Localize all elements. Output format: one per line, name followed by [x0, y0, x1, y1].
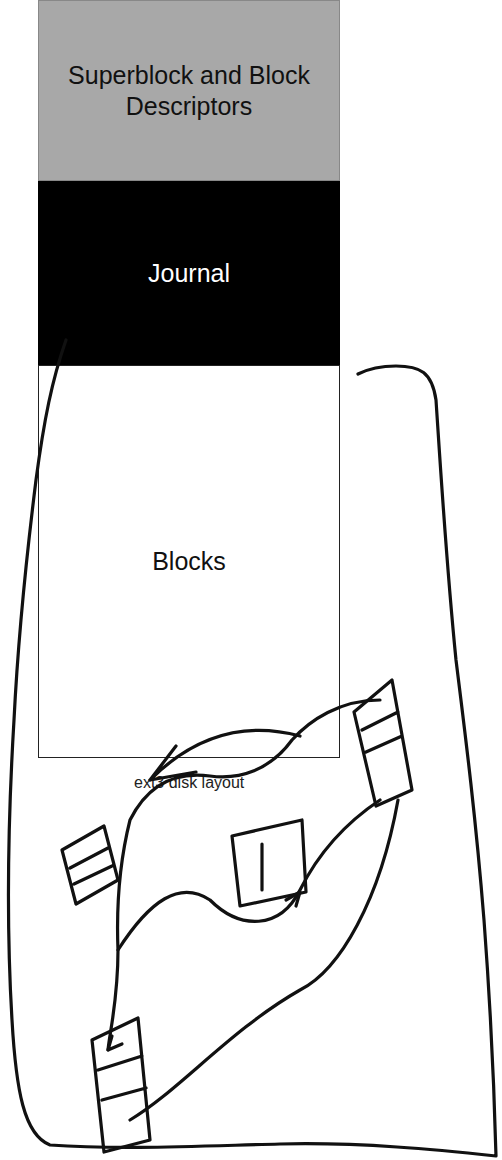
sketch-arrow [286, 892, 300, 906]
region-label: Blocks [146, 546, 232, 577]
text-group: Blocks [146, 546, 232, 577]
sketch-curve [118, 800, 380, 950]
sketch-curve [130, 800, 398, 1120]
sketch-box [62, 826, 118, 904]
journal-region: Journal [38, 181, 340, 365]
sketch-outline [8, 340, 496, 1156]
superblock-region: Superblock and Block Descriptors [38, 0, 340, 181]
region-label: Journal [142, 258, 236, 289]
sketch-box [232, 820, 306, 906]
sketch-box [92, 1018, 150, 1152]
region-label: Superblock and Block Descriptors [39, 60, 339, 122]
sketch-curve [108, 700, 380, 1050]
sketch-arrow [108, 1036, 122, 1050]
figure-caption: ext3 disk layout [134, 774, 244, 792]
sketch-box [354, 680, 412, 806]
sketch-arrow [150, 730, 300, 780]
text-group: Superblock and Block Descriptors [39, 60, 339, 122]
blocks-region: Blocks [38, 365, 340, 758]
text-group: Journal [142, 258, 236, 289]
